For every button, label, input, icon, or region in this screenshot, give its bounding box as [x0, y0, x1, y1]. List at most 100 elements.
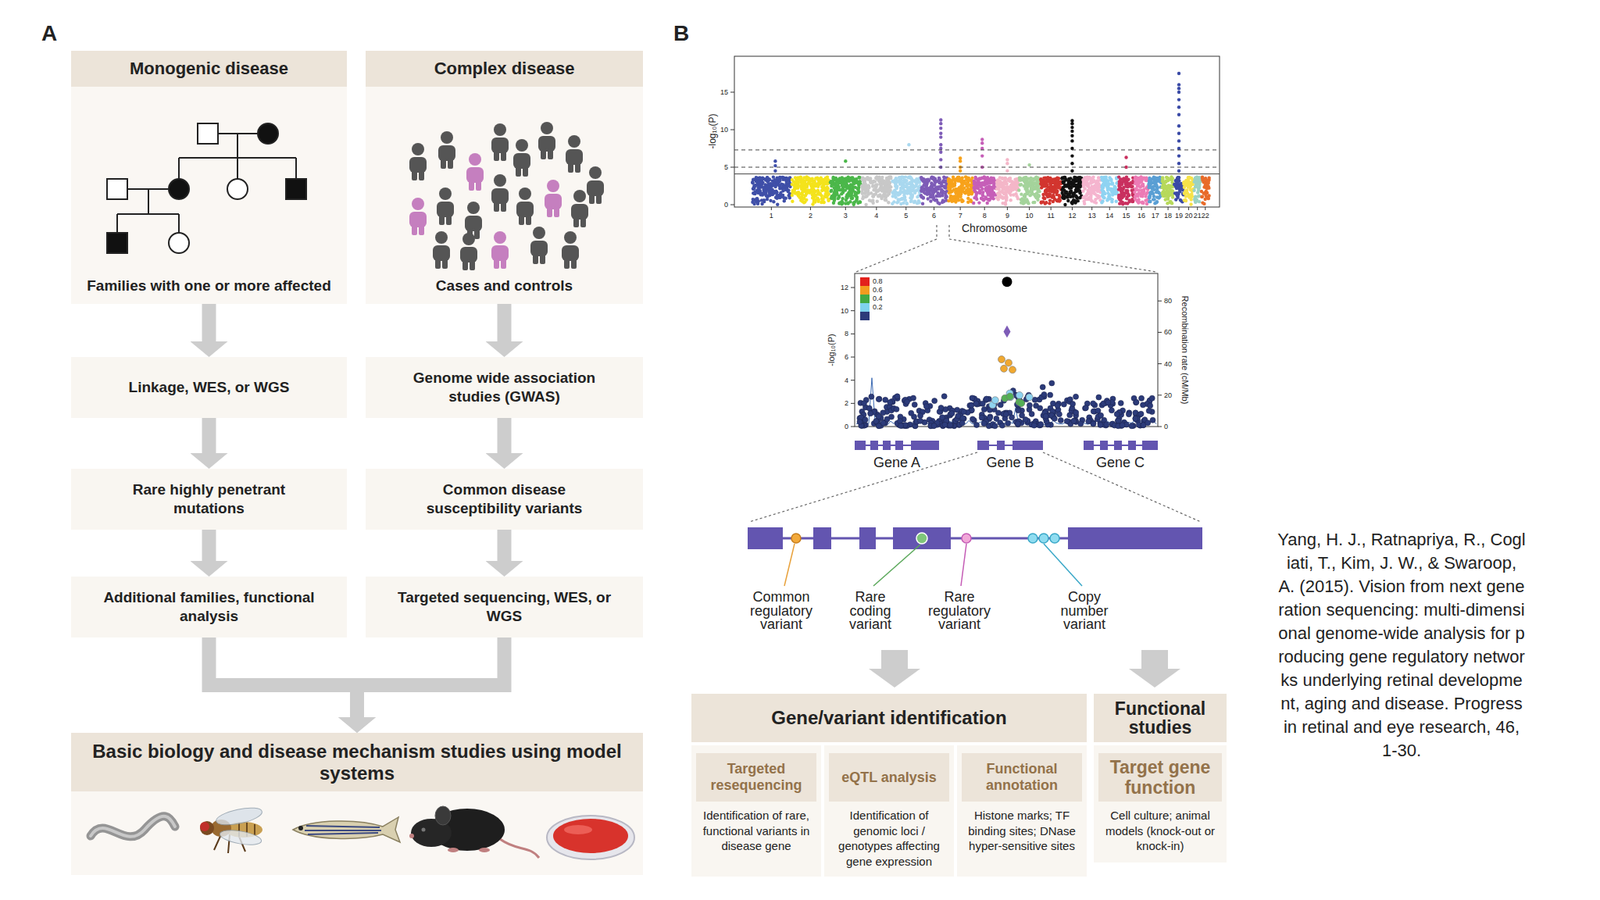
manhattan-plot	[856, 201, 860, 205]
manhattan-plot	[860, 191, 865, 195]
manhattan-plot	[1035, 185, 1040, 190]
manhattan-plot	[1039, 182, 1043, 186]
people-icons	[493, 174, 507, 187]
people-icons	[516, 187, 534, 225]
manhattan-plot	[760, 202, 764, 206]
manhattan-plot	[1025, 179, 1029, 183]
model-organisms	[435, 806, 451, 825]
manhattan-plot	[959, 184, 963, 188]
manhattan-plot	[875, 183, 879, 187]
manhattan-plot	[762, 188, 766, 192]
people-icons	[467, 201, 480, 215]
manhattan-plot	[1014, 194, 1018, 198]
manhattan-plot	[822, 187, 826, 191]
pedigree	[285, 178, 307, 200]
model-organisms	[298, 825, 304, 831]
manhattan-plot	[794, 180, 798, 184]
pedigree	[116, 214, 118, 233]
manhattan-plot	[984, 196, 988, 200]
manhattan-plot	[995, 196, 999, 200]
people-icons	[515, 139, 529, 152]
manhattan-plot	[767, 182, 772, 186]
manhattan-plot	[940, 193, 944, 197]
manhattan-plot	[958, 177, 962, 181]
manhattan-plot	[1014, 178, 1018, 183]
manhattan-plot	[1000, 201, 1004, 205]
manhattan-plot	[1032, 182, 1036, 186]
manhattan-plot	[885, 187, 889, 191]
manhattan-plot	[977, 200, 981, 204]
people-icons	[561, 231, 579, 269]
manhattan-plot	[989, 179, 993, 183]
manhattan-plot	[924, 185, 928, 190]
manhattan-plot	[971, 201, 975, 205]
manhattan-plot	[832, 197, 836, 201]
manhattan-plot	[781, 175, 785, 179]
manhattan-plot	[871, 194, 875, 198]
manhattan-plot	[751, 186, 755, 190]
manhattan-plot	[757, 188, 761, 192]
people-icons	[462, 232, 475, 246]
manhattan-plot	[974, 193, 978, 197]
manhattan-plot	[953, 178, 957, 183]
people-icons	[580, 216, 586, 228]
manhattan-plot	[1003, 176, 1008, 180]
manhattan-plot	[871, 194, 875, 198]
manhattan-plot	[1042, 196, 1046, 200]
manhattan-plot	[780, 194, 784, 198]
pedigree	[107, 232, 128, 254]
zoom-guide	[749, 452, 978, 522]
people-icons	[525, 214, 532, 225]
people-icons	[438, 131, 456, 169]
manhattan-plot	[857, 189, 861, 193]
manhattan-plot	[956, 188, 960, 192]
manhattan-plot	[899, 186, 903, 190]
manhattan-plot	[928, 186, 933, 190]
people-icons	[500, 150, 507, 161]
manhattan-plot	[840, 196, 844, 200]
manhattan-plot	[1010, 183, 1014, 187]
manhattan-plot	[796, 192, 800, 197]
manhattan-plot	[790, 200, 794, 204]
manhattan-plot	[950, 180, 954, 184]
manhattan-plot	[818, 192, 822, 197]
people-icons	[565, 135, 583, 173]
manhattan-plot	[1052, 177, 1056, 181]
manhattan-plot	[863, 182, 867, 186]
manhattan-plot	[1008, 179, 1012, 183]
model-organisms	[200, 821, 215, 836]
manhattan-plot	[1039, 178, 1043, 182]
manhattan-plot	[803, 187, 807, 191]
manhattan-plot	[903, 178, 907, 182]
manhattan-plot	[778, 191, 783, 195]
manhattan-plot	[998, 185, 1002, 189]
manhattan-plot	[807, 178, 811, 183]
people-icons	[518, 187, 532, 200]
manhattan-plot	[772, 178, 776, 182]
manhattan-plot	[921, 196, 925, 200]
manhattan-plot	[972, 182, 976, 186]
manhattan-plot	[939, 189, 943, 193]
manhattan-plot	[975, 177, 979, 181]
manhattan-plot	[1021, 178, 1025, 183]
manhattan-plot	[760, 176, 764, 180]
manhattan-plot	[1048, 198, 1052, 202]
people-icons	[475, 179, 482, 191]
manhattan-plot	[804, 198, 808, 202]
manhattan-plot	[948, 178, 952, 182]
manhattan-plot	[817, 198, 821, 202]
manhattan-plot	[921, 187, 925, 191]
manhattan-plot	[856, 186, 860, 190]
manhattan-plot	[975, 185, 979, 190]
manhattan-plot	[930, 190, 934, 194]
manhattan-plot	[734, 56, 1220, 208]
manhattan-plot	[871, 184, 875, 188]
manhattan-plot	[889, 176, 893, 180]
manhattan-plot	[931, 192, 935, 197]
manhattan-plot	[980, 186, 984, 190]
manhattan-plot	[766, 177, 770, 181]
manhattan-plot	[884, 198, 888, 202]
people-icons	[546, 206, 553, 218]
manhattan-plot	[909, 200, 913, 204]
